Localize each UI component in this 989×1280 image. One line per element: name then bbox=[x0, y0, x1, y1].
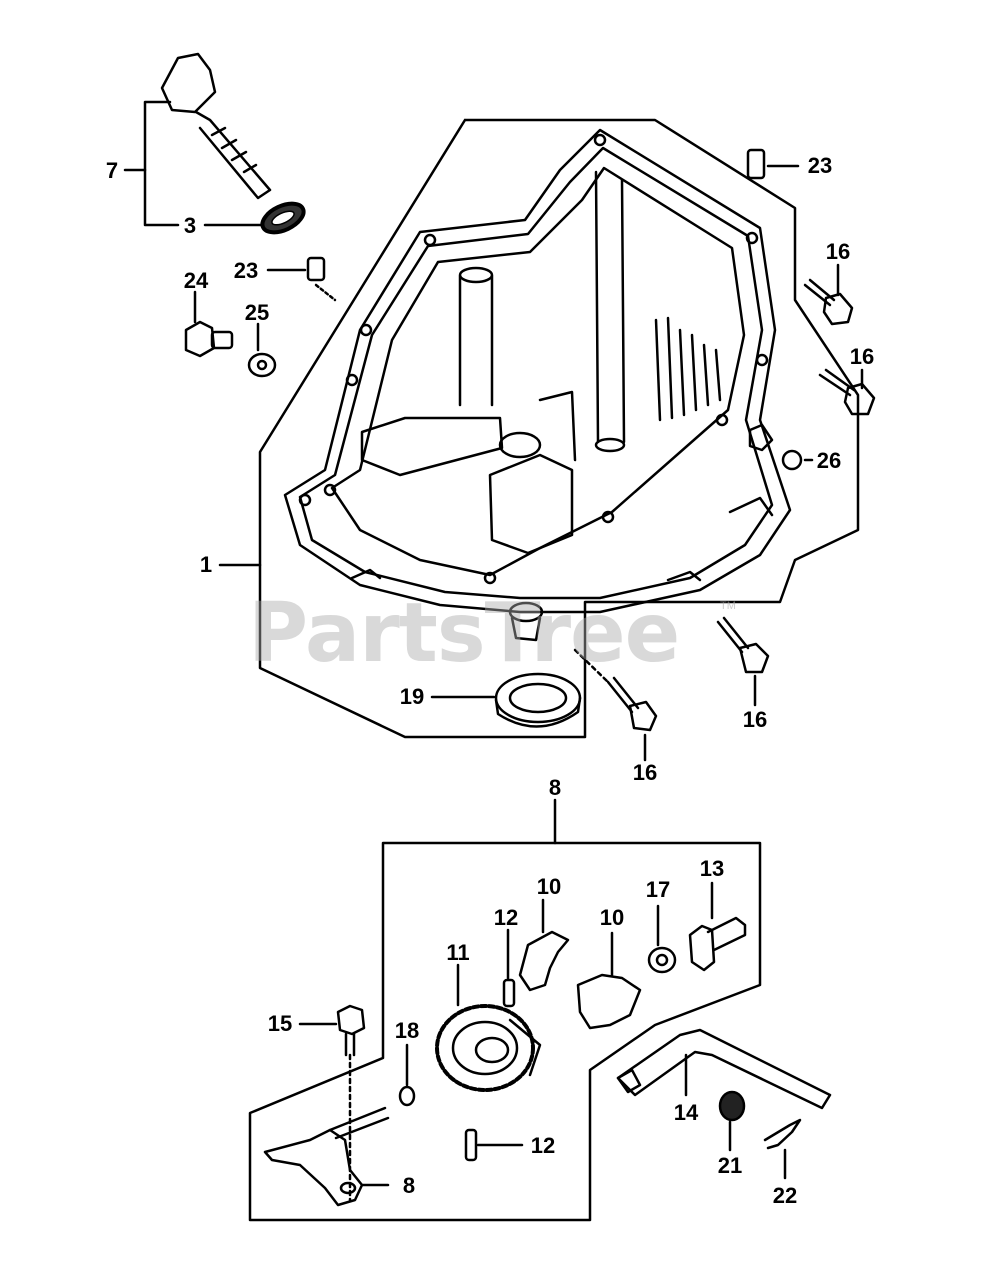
assembly-1-outline bbox=[258, 118, 860, 739]
watermark-tm: TM bbox=[720, 600, 736, 612]
part-16-bolt-a bbox=[803, 278, 854, 326]
part-24-drain-plug bbox=[184, 320, 234, 358]
part-12-pin-lower bbox=[464, 1128, 478, 1162]
callout-1[interactable]: 1 bbox=[199, 552, 213, 577]
part-13-pin bbox=[688, 916, 747, 972]
callout-26[interactable]: 26 bbox=[816, 448, 842, 473]
part-10-weight-b bbox=[576, 973, 642, 1030]
callout-16-d[interactable]: 16 bbox=[742, 707, 768, 732]
part-25-washer bbox=[247, 352, 277, 378]
part-11-gear bbox=[435, 1004, 542, 1092]
callout-23-right[interactable]: 23 bbox=[807, 153, 833, 178]
callout-17[interactable]: 17 bbox=[645, 877, 671, 902]
callout-18[interactable]: 18 bbox=[394, 1018, 420, 1043]
callout-16-b[interactable]: 16 bbox=[849, 344, 875, 369]
part-17-nut bbox=[647, 946, 677, 974]
part-10-weight-a bbox=[518, 930, 570, 992]
part-23-dowel-left bbox=[306, 256, 326, 282]
part-12-pin-upper bbox=[502, 978, 516, 1008]
callout-16-c[interactable]: 16 bbox=[632, 760, 658, 785]
part-22-clip bbox=[763, 1118, 802, 1150]
callout-22[interactable]: 22 bbox=[772, 1183, 798, 1208]
callout-10-a[interactable]: 10 bbox=[536, 874, 562, 899]
callout-10-b[interactable]: 10 bbox=[599, 905, 625, 930]
callout-7[interactable]: 7 bbox=[105, 158, 119, 183]
callout-24[interactable]: 24 bbox=[183, 268, 209, 293]
callout-12-upper[interactable]: 12 bbox=[493, 905, 519, 930]
part-14-governor-shaft bbox=[616, 1028, 832, 1110]
callout-23-left[interactable]: 23 bbox=[233, 258, 259, 283]
callout-21[interactable]: 21 bbox=[717, 1153, 743, 1178]
part-16-bolt-d bbox=[716, 616, 770, 674]
leader-7-bracket bbox=[143, 100, 180, 227]
part-23-dowel-right bbox=[746, 148, 766, 180]
part-21-washer bbox=[718, 1090, 746, 1122]
callout-13[interactable]: 13 bbox=[699, 856, 725, 881]
callout-15[interactable]: 15 bbox=[267, 1011, 293, 1036]
part-19-oil-seal bbox=[494, 672, 582, 728]
part-8-governor-arm bbox=[263, 1106, 390, 1207]
callout-12-lower[interactable]: 12 bbox=[530, 1133, 556, 1158]
part-15-bolt bbox=[336, 1004, 366, 1057]
part-16-bolt-c bbox=[606, 676, 658, 732]
part-26-plug bbox=[781, 449, 803, 471]
callout-19[interactable]: 19 bbox=[399, 684, 425, 709]
part-18-washer bbox=[398, 1085, 416, 1107]
part-7-dipstick bbox=[160, 52, 272, 200]
callout-3[interactable]: 3 bbox=[183, 213, 197, 238]
callout-8-top[interactable]: 8 bbox=[548, 775, 562, 800]
callout-16-a[interactable]: 16 bbox=[825, 239, 851, 264]
crankcase-cover bbox=[283, 128, 792, 642]
watermark: PartsTree bbox=[248, 586, 680, 681]
callout-11[interactable]: 11 bbox=[446, 940, 470, 965]
callout-14[interactable]: 14 bbox=[673, 1100, 699, 1125]
assembly-8-outline bbox=[248, 841, 762, 1222]
callout-25[interactable]: 25 bbox=[244, 300, 270, 325]
callout-8-bottom[interactable]: 8 bbox=[402, 1173, 416, 1198]
